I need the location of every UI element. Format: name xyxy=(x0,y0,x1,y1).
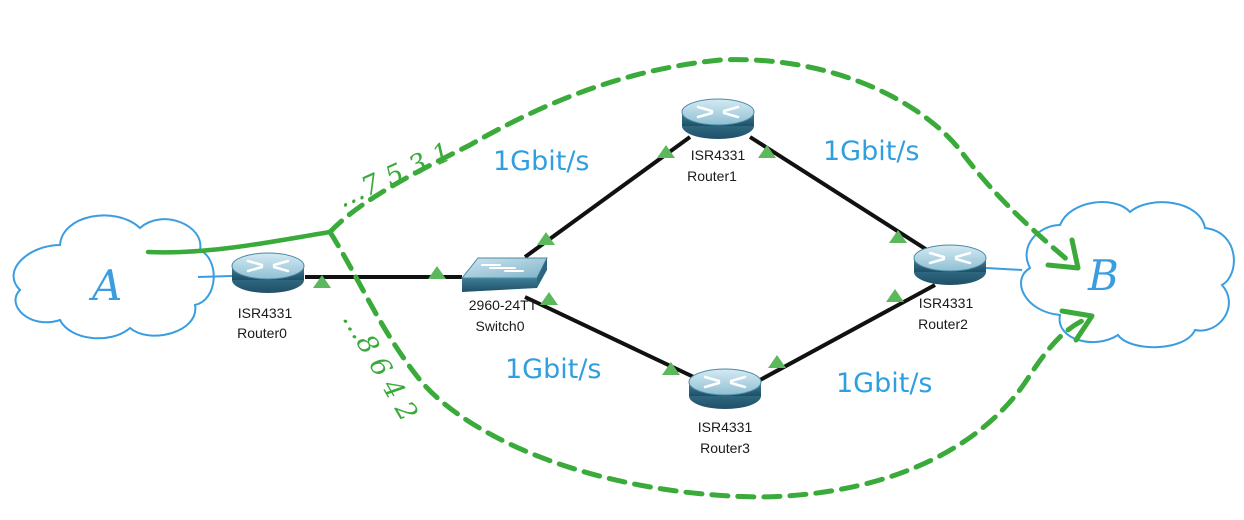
upper-sequence-label: …7 5 3 1 xyxy=(332,137,456,215)
router0-name-label: Router0 xyxy=(237,325,287,341)
speed-label-switch-router1: 1Gbit/s xyxy=(493,146,590,177)
port-indicator-icon xyxy=(540,292,558,305)
switch-icon xyxy=(462,278,537,292)
router2[interactable] xyxy=(912,243,988,287)
router0[interactable] xyxy=(230,251,306,295)
port-indicator-icon xyxy=(537,232,555,245)
router2-name-label: Router2 xyxy=(918,316,968,332)
port-indicator-icon xyxy=(889,230,907,243)
port-indicator-icon xyxy=(313,275,331,288)
network-links xyxy=(305,135,937,382)
switch0[interactable] xyxy=(460,257,548,292)
port-indicator-icon xyxy=(662,362,680,375)
cloud-b-label: B xyxy=(1087,251,1119,300)
port-indicator-icon xyxy=(428,266,446,279)
cloud-b xyxy=(1020,201,1235,349)
router1-name-label: Router1 xyxy=(687,168,737,184)
router3-model-label: ISR4331 xyxy=(698,419,753,435)
port-indicators xyxy=(313,145,907,375)
lower-arrowhead-icon xyxy=(1059,308,1095,343)
link-router3-router2[interactable] xyxy=(759,283,936,382)
link-router1-router2[interactable] xyxy=(748,135,937,257)
cloud-a-label: A xyxy=(88,261,122,310)
router1-model-label: ISR4331 xyxy=(691,147,746,163)
port-indicator-icon xyxy=(758,145,776,158)
cloud-a-connection xyxy=(197,275,233,278)
speed-label-switch-router3: 1Gbit/s xyxy=(505,354,602,385)
switch0-model-label: 2960-24TT xyxy=(469,297,538,313)
router-icon xyxy=(687,367,763,411)
router2-model-label: ISR4331 xyxy=(919,295,974,311)
packet-flow-annotation xyxy=(145,57,1095,500)
cloud-b-connection xyxy=(985,267,1023,271)
router3-name-label: Router3 xyxy=(700,440,750,456)
speed-label-router3-router2: 1Gbit/s xyxy=(836,368,933,399)
speed-label-router1-router2: 1Gbit/s xyxy=(823,136,920,167)
port-indicator-icon xyxy=(768,355,786,368)
router-icon xyxy=(912,243,988,287)
port-indicator-icon xyxy=(657,145,675,158)
router3[interactable] xyxy=(687,367,763,411)
upper-path-dashed xyxy=(327,57,1073,265)
router-icon xyxy=(230,251,306,295)
lower-path-dashed xyxy=(327,229,1091,500)
router-icon xyxy=(680,97,756,141)
switch0-name-label: Switch0 xyxy=(475,318,524,334)
port-indicator-icon xyxy=(886,289,904,302)
cloud-a xyxy=(12,214,215,340)
source-trunk-line xyxy=(145,229,333,255)
router1[interactable] xyxy=(680,97,756,141)
router0-model-label: ISR4331 xyxy=(238,305,293,321)
upper-arrowhead-icon xyxy=(1045,237,1081,271)
